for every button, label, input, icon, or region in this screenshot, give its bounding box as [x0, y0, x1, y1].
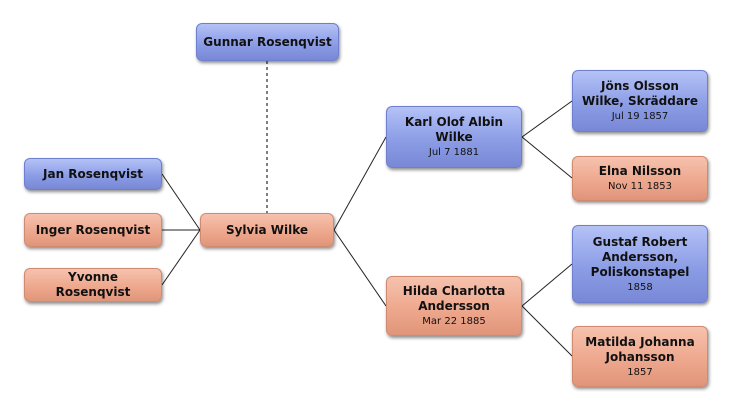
person-node-matilda-johanna-johansson[interactable]: Matilda Johanna Johansson 1857 [572, 326, 708, 387]
person-date: 1857 [627, 366, 653, 378]
parent-connector-paternal-grandfather [521, 100, 573, 138]
person-name: Jöns Olsson Wilke, Skräddare [582, 79, 698, 108]
person-date: Nov 11 1853 [607, 181, 673, 192]
parent-connector-mother [333, 229, 387, 307]
parent-connector-paternal-grandmother [521, 136, 573, 179]
person-node-jons-olsson-wilke[interactable]: Jöns Olsson Wilke, Skräddare Jul 19 1857 [572, 70, 708, 132]
person-node-hilda-charlotta-andersson[interactable]: Hilda Charlotta Andersson Mar 22 1885 [386, 276, 522, 336]
person-node-gunnar-rosenqvist[interactable]: Gunnar Rosenqvist [196, 23, 339, 61]
person-name: Jan Rosenqvist [43, 166, 143, 181]
person-name: Matilda Johanna Johansson [585, 334, 695, 364]
person-name: Yvonne Rosenqvist [55, 270, 131, 299]
person-date: Mar 22 1885 [422, 316, 486, 327]
person-node-sylvia-wilke[interactable]: Sylvia Wilke [200, 213, 334, 247]
parent-connector-maternal-grandmother [521, 305, 573, 357]
person-date: 1858 [627, 281, 653, 293]
person-node-gustaf-robert-andersson[interactable]: Gustaf Robert Andersson, Poliskonstapel … [572, 225, 708, 303]
child-connector-yvonne [161, 229, 201, 286]
person-node-jan-rosenqvist[interactable]: Jan Rosenqvist [24, 158, 162, 190]
person-node-karl-olof-albin-wilke[interactable]: Karl Olof Albin Wilke Jul 7 1881 [386, 106, 522, 168]
person-node-inger-rosenqvist[interactable]: Inger Rosenqvist [24, 213, 162, 247]
parent-connector-father [333, 136, 387, 231]
person-name: Gustaf Robert Andersson, Poliskonstapel [590, 234, 690, 279]
person-date: Jul 7 1881 [428, 147, 480, 158]
parent-connector-maternal-grandfather [521, 263, 573, 307]
person-name: Gunnar Rosenqvist [203, 34, 332, 49]
person-name: Sylvia Wilke [225, 222, 309, 237]
person-node-yvonne-rosenqvist[interactable]: Yvonne Rosenqvist [24, 268, 162, 302]
person-name: Karl Olof Albin Wilke [404, 115, 504, 144]
person-name: Hilda Charlotta Andersson [402, 284, 506, 313]
person-name: Inger Rosenqvist [35, 222, 151, 237]
person-node-elna-nilsson[interactable]: Elna Nilsson Nov 11 1853 [572, 156, 708, 201]
child-connector-jan [161, 173, 201, 231]
person-date: Jul 19 1857 [611, 111, 669, 122]
person-name: Elna Nilsson [598, 164, 682, 178]
